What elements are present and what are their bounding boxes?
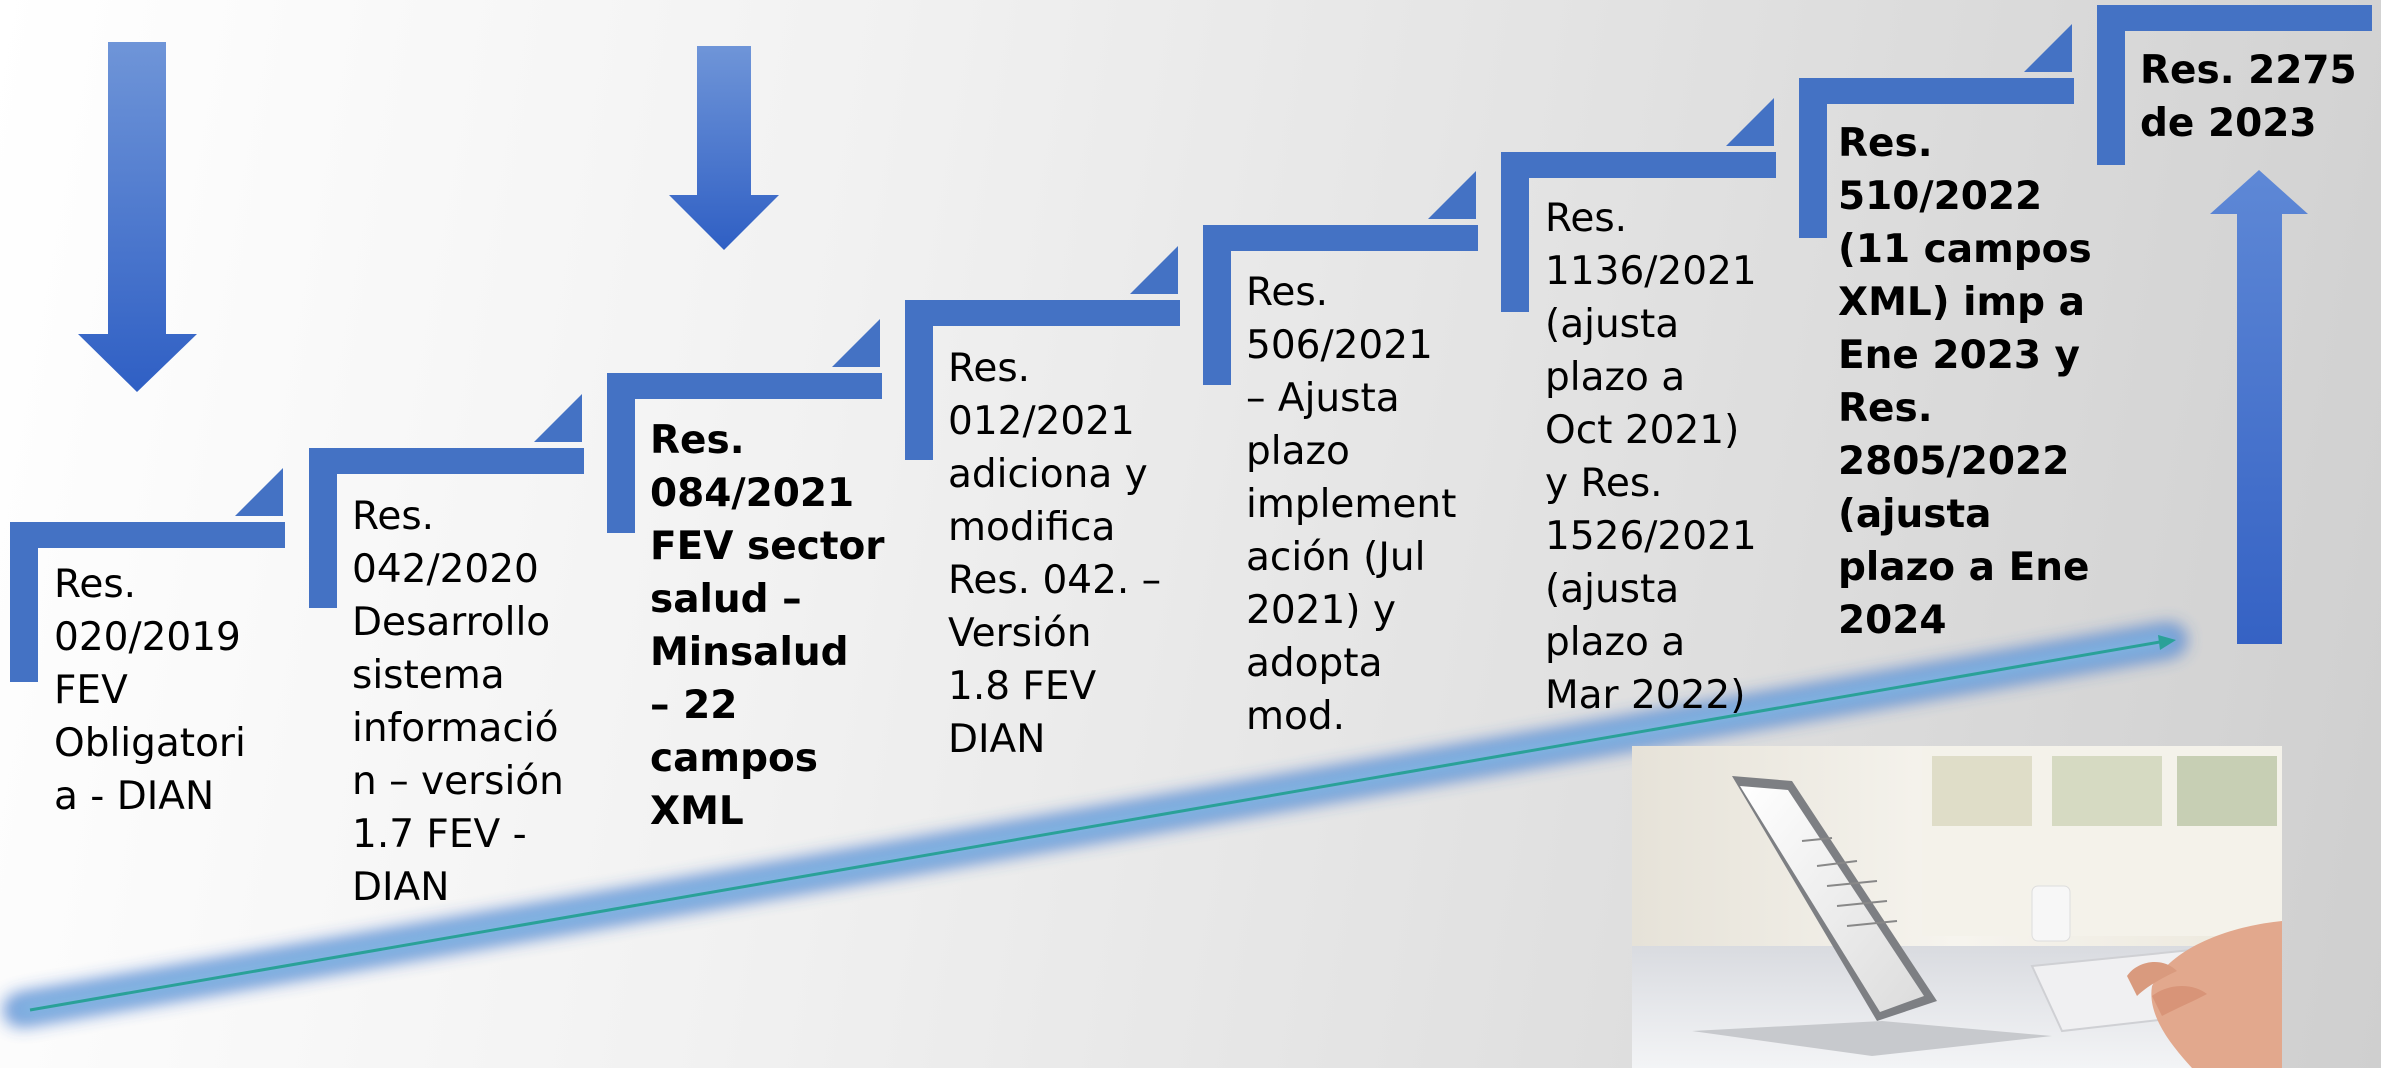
step-label-line: 042/2020 <box>352 547 539 592</box>
step-label-line: (ajusta <box>1545 567 1680 612</box>
step-label-line: plazo a <box>1545 355 1686 400</box>
laptop-photo <box>1632 746 2282 1068</box>
step-label-s8: Res. 2275 de 2023 <box>2140 44 2357 150</box>
step-label-line: (ajusta <box>1838 492 1992 537</box>
step-label-line: 020/2019 <box>54 615 241 660</box>
step-label-line: 1.8 FEV <box>948 664 1097 709</box>
stair-corner-triangle <box>1130 246 1178 294</box>
step-label-s6: Res. 1136/2021 (ajusta plazo a Oct 2021) y Re… <box>1545 192 1757 722</box>
step-label-line: XML) imp a <box>1838 280 2085 325</box>
step-label-line: DIAN <box>948 717 1046 762</box>
step-label-line: Obligatori <box>54 721 246 766</box>
step-label-line: salud – <box>650 577 802 622</box>
step-label-line: 2024 <box>1838 598 1947 643</box>
stair-corner-triangle <box>1428 171 1476 219</box>
stair-step-shape <box>1799 78 2074 238</box>
step-label-line: campos <box>650 736 818 781</box>
step-label-line: Desarrollo <box>352 600 551 645</box>
step-label-line: XML <box>650 789 744 834</box>
step-label-line: – Ajusta <box>1246 376 1400 421</box>
step-label-line: Res. <box>948 346 1031 391</box>
step-label-line: ación (Jul <box>1246 535 1426 580</box>
step-label-line: n – versión <box>352 759 564 804</box>
step-label-line: 012/2021 <box>948 399 1135 444</box>
stair-step-shape <box>1501 152 1776 312</box>
down-arrow-left <box>78 42 197 392</box>
step-label-line: Oct 2021) <box>1545 408 1740 453</box>
step-label-line: Res. <box>352 494 435 539</box>
step-label-line: 510/2022 <box>1838 174 2043 219</box>
trend-arrow <box>5 625 2185 1025</box>
stair-step-shape <box>1203 225 1478 385</box>
stair-step-shape <box>607 373 882 533</box>
step-label-line: informació <box>352 706 559 751</box>
step-label-line: adiciona y <box>948 452 1148 497</box>
step-label-line: sistema <box>352 653 505 698</box>
step-label-line: Minsalud <box>650 630 849 675</box>
step-label-line: Res. <box>1246 270 1329 315</box>
stair-corner-triangle <box>1726 98 1774 146</box>
step-label-line: DIAN <box>352 865 450 910</box>
stair-corner-triangle <box>235 468 283 516</box>
stair-corner-triangle <box>832 319 880 367</box>
step-label-line: Versión <box>948 611 1092 656</box>
step-label-line: Mar 2022) <box>1545 673 1746 718</box>
step-label-line: Res. <box>650 418 745 463</box>
step-label-s5: Res. 506/2021 – Ajusta plazo implement ación … <box>1246 266 1456 743</box>
stair-corner-triangle <box>534 394 582 442</box>
step-label-line: plazo a <box>1545 620 1686 665</box>
step-label-line: Ene 2023 y <box>1838 333 2080 378</box>
step-label-line: 2805/2022 <box>1838 439 2070 484</box>
step-label-line: a - DIAN <box>54 774 215 819</box>
up-arrow-right <box>2210 170 2308 644</box>
stair-step-shape <box>309 448 584 608</box>
step-label-line: plazo a Ene <box>1838 545 2090 590</box>
step-label-line: 084/2021 <box>650 471 855 516</box>
laptop-image <box>1632 746 2282 1068</box>
step-label-line: – 22 <box>650 683 738 728</box>
step-label-line: Res. <box>1838 386 1933 431</box>
stair-step-shape <box>2097 5 2372 165</box>
step-label-line: FEV <box>54 668 128 713</box>
step-label-line: Res. 042. – <box>948 558 1162 603</box>
step-label-line: (11 campos <box>1838 227 2092 272</box>
step-label-line: Res. 2275 <box>2140 48 2357 93</box>
step-label-line: FEV sector <box>650 524 885 569</box>
step-label-line: plazo <box>1246 429 1350 474</box>
step-label-line: modifica <box>948 505 1116 550</box>
step-label-line: Res. <box>54 562 137 607</box>
step-label-line: Res. <box>1838 121 1933 166</box>
step-label-line: de 2023 <box>2140 101 2317 146</box>
down-arrow-middle <box>669 46 779 250</box>
step-label-line: 506/2021 <box>1246 323 1433 368</box>
stair-corner-triangle <box>2024 24 2072 72</box>
step-label-line: (ajusta <box>1545 302 1680 347</box>
step-label-line: 1.7 FEV - <box>352 812 527 857</box>
step-label-line: mod. <box>1246 694 1346 739</box>
step-label-line: 1526/2021 <box>1545 514 1757 559</box>
step-label-line: implement <box>1246 482 1457 527</box>
step-label-line: 2021) y <box>1246 588 1396 633</box>
step-label-line: adopta <box>1246 641 1383 686</box>
stair-step-shape <box>905 300 1180 460</box>
step-label-line: y Res. <box>1545 461 1663 506</box>
stair-step-shape <box>10 522 285 682</box>
step-label-line: 1136/2021 <box>1545 249 1757 294</box>
stairs-group <box>10 5 2372 682</box>
step-label-line: Res. <box>1545 196 1628 241</box>
